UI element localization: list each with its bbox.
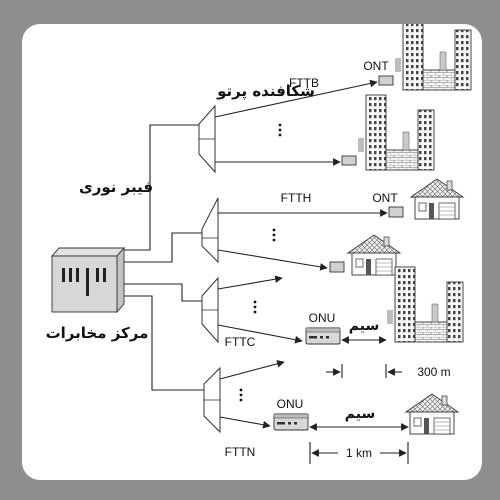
ont-label-house: ONT [372, 191, 398, 205]
house-icon [405, 393, 459, 435]
onu-icon [273, 413, 309, 431]
fttn-label: FTTN [225, 445, 256, 459]
distance-300m-label: 300 m [417, 365, 450, 379]
ont-icon [378, 75, 394, 86]
building-icon [357, 94, 435, 171]
splitter-label: شکافنده پرتو [216, 82, 315, 101]
fttc-label: FTTC [225, 335, 256, 349]
splitter-icon [201, 276, 219, 344]
ftth-label: FTTH [281, 191, 312, 205]
splitter-icon [201, 197, 219, 264]
fiber-label: فیبر نوری [79, 178, 153, 196]
wire-label-fttc: سیم [349, 318, 379, 334]
onu-icon [305, 327, 341, 345]
ont-icon [341, 155, 357, 166]
splitter-icon [203, 366, 221, 434]
ont-label-top: ONT [363, 59, 389, 73]
wire-label-fttn: سیم [345, 406, 375, 422]
ont-icon [329, 261, 345, 273]
onu-label-fttn: ONU [277, 397, 304, 411]
central-office-label: مرکز مخابرات [46, 324, 149, 342]
house-icon [410, 178, 464, 220]
onu-label-fttc: ONU [309, 311, 336, 325]
diagram-card: شکافنده پرتو فیبر نوری مرکز مخابرات FTTB… [22, 24, 482, 480]
building-icon [386, 266, 464, 343]
ont-icon [388, 206, 404, 218]
distance-1km-label: 1 km [346, 446, 372, 460]
fiber-network-diagram: شکافنده پرتو فیبر نوری مرکز مخابرات FTTB… [46, 24, 472, 464]
building-icon [394, 24, 472, 91]
fttb-label: FTTB [289, 76, 319, 90]
central-office-icon [51, 246, 125, 314]
house-icon [347, 234, 401, 276]
splitter-icon [198, 104, 216, 174]
